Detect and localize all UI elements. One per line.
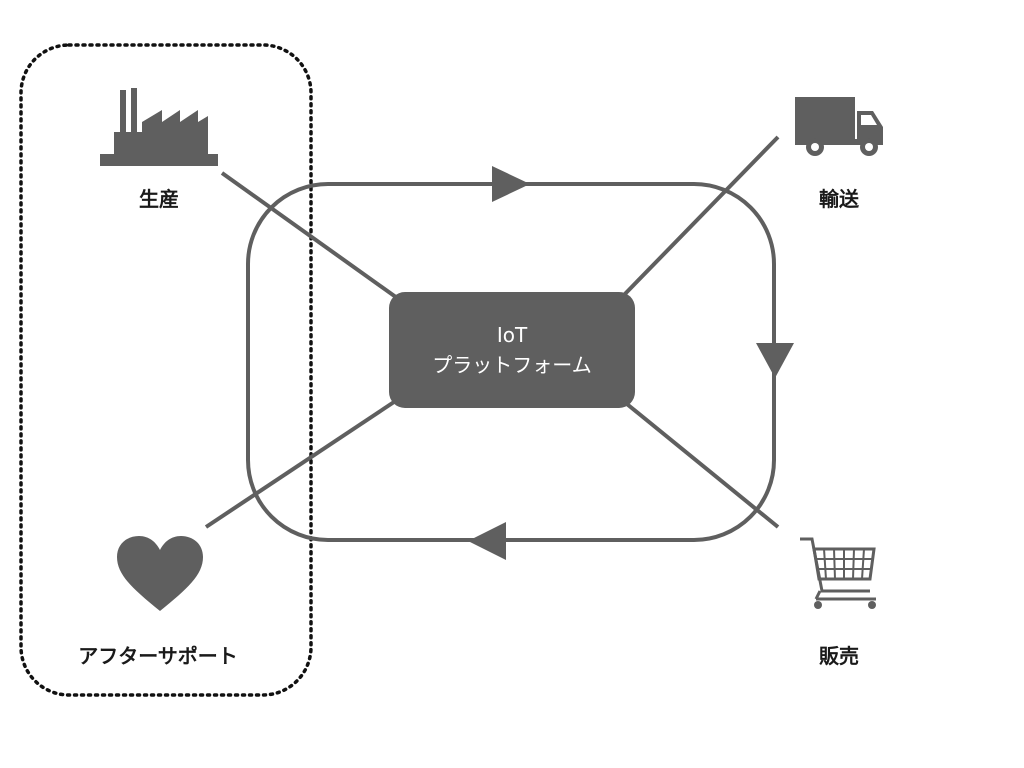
shopping-cart-icon (800, 537, 876, 609)
hub-title-line2: プラットフォーム (432, 353, 592, 377)
heart-icon (117, 536, 203, 611)
hub-title-line1: IoT (496, 323, 528, 347)
arrow-right (492, 166, 530, 202)
production-label: 生産 (139, 187, 179, 211)
aftersupport-label: アフターサポート (78, 644, 238, 668)
spoke-transport (620, 135, 780, 299)
factory-icon (100, 88, 218, 166)
transport-label: 輸送 (819, 187, 859, 211)
iot-platform-hub: IoT プラットフォーム (389, 292, 635, 408)
sales-label: 販売 (819, 644, 859, 668)
arrow-left (468, 522, 506, 560)
spoke-production (220, 171, 402, 302)
dotted-group-box (19, 43, 313, 697)
arrow-down (756, 343, 794, 378)
spoke-aftersupport (204, 398, 399, 529)
truck-icon (795, 97, 883, 156)
spoke-sales (620, 398, 780, 529)
